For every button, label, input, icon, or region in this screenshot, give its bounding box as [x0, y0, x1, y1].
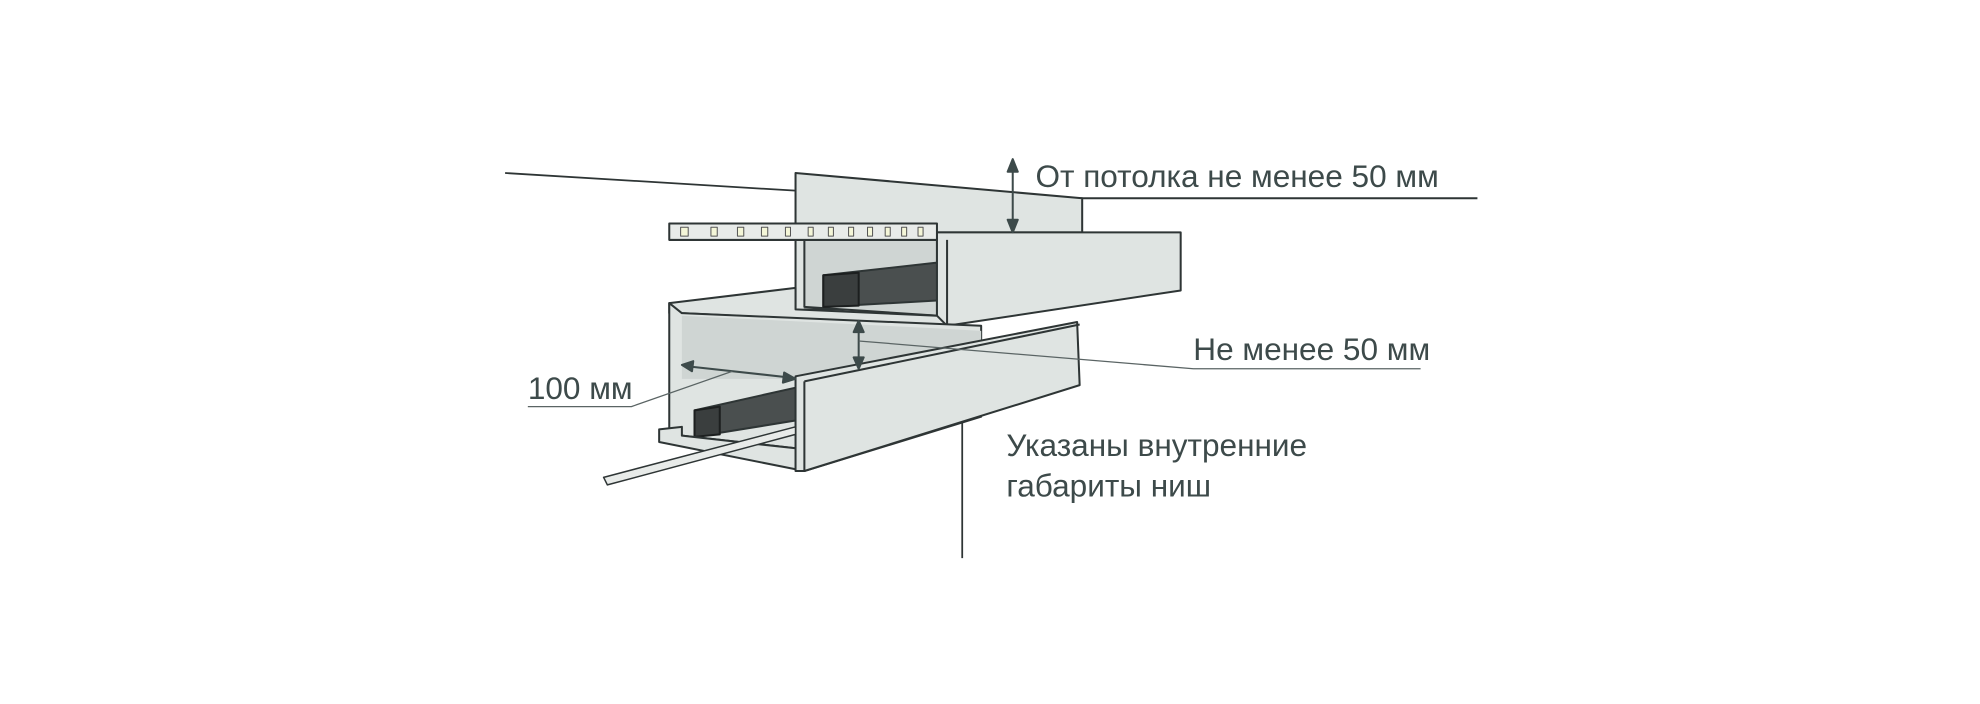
- note-line-2: габариты ниш: [1006, 467, 1211, 503]
- label-niche-width: 100 мм: [528, 370, 633, 406]
- lower-led-strip: [602, 426, 797, 486]
- lower-front-panel: [794, 320, 1081, 473]
- lower-profile-end: [693, 405, 721, 438]
- dimension-gap-arrow: [852, 319, 865, 370]
- ceiling-line-left: [505, 172, 796, 192]
- upper-front-panel: [935, 231, 1182, 327]
- label-ceiling-clearance: От потолка не менее 50 мм: [1035, 158, 1438, 194]
- dimension-width-arrow: [680, 360, 797, 384]
- note-line-1: Указаны внутренние: [1006, 427, 1307, 463]
- upper-profile-end: [822, 271, 860, 308]
- leader-gap: [858, 340, 1421, 370]
- label-gap-between: Не менее 50 мм: [1193, 331, 1430, 367]
- dimension-ceiling-arrow: [1006, 158, 1019, 234]
- upper-led-chips: [680, 226, 924, 237]
- leader-width: [527, 370, 733, 408]
- upper-led-strip: [668, 222, 938, 241]
